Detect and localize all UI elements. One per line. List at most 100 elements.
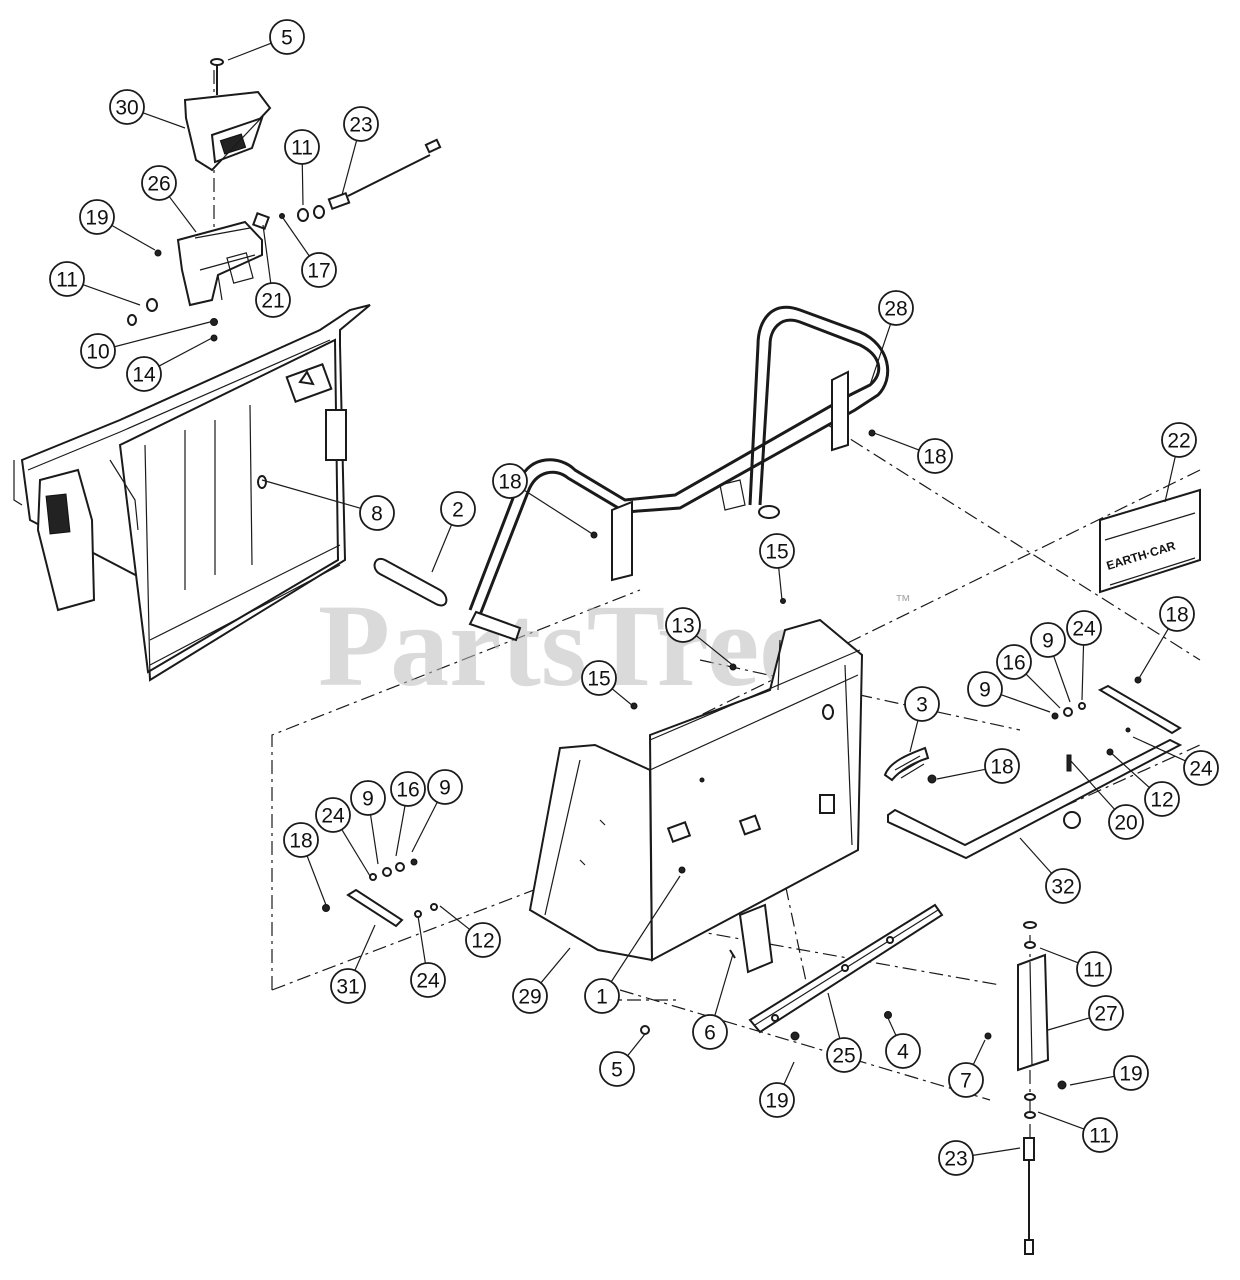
- part-bracket-27: [984, 921, 1067, 1119]
- callout-leader: [1164, 456, 1176, 503]
- callout-circle: [427, 769, 463, 805]
- callout-leader: [301, 163, 304, 206]
- callout-3: 3: [904, 686, 940, 753]
- callout-number: 16: [1002, 652, 1025, 675]
- callout-11: 11: [1039, 947, 1112, 987]
- callout-leader: [611, 688, 634, 707]
- callout-23: 23: [341, 106, 379, 196]
- callout-leader: [1019, 837, 1053, 874]
- callout-leader: [1025, 673, 1061, 709]
- callout-leader: [1109, 751, 1150, 789]
- callout-number: 16: [396, 779, 419, 802]
- callout-number: 24: [1072, 618, 1096, 641]
- callout-circle: [826, 1037, 862, 1073]
- callout-circle: [49, 261, 85, 297]
- callout-number: 19: [85, 207, 108, 230]
- callout-leader: [168, 196, 197, 233]
- callout-leader: [1047, 1017, 1090, 1031]
- callout-leader: [114, 321, 211, 348]
- callout-circle: [350, 780, 386, 816]
- callout-number: 32: [1051, 876, 1074, 899]
- callout-29: 29: [512, 947, 571, 1014]
- callout-number: 10: [86, 341, 109, 364]
- callout-number: 7: [960, 1070, 972, 1093]
- callout-leader: [972, 1147, 1021, 1156]
- callout-number: 12: [471, 930, 494, 953]
- callout-32: 32: [1019, 837, 1081, 904]
- callout-circle: [759, 1082, 795, 1118]
- callout-18: 18: [492, 463, 595, 536]
- callout-number: 13: [671, 615, 694, 638]
- callout-number: 18: [289, 830, 312, 853]
- callout-circle: [1144, 781, 1180, 817]
- callout-circle: [141, 165, 177, 201]
- callout-10: 10: [80, 321, 211, 369]
- callout-18: 18: [283, 822, 327, 906]
- callout-leader: [282, 217, 310, 257]
- callout-circle: [1183, 750, 1219, 786]
- callout-leader: [395, 805, 406, 857]
- part-cable-23-top: [327, 138, 442, 211]
- callout-leader: [1037, 1111, 1085, 1130]
- callout-7: 7: [948, 1039, 986, 1098]
- callout-circle: [996, 644, 1032, 680]
- callout-leader: [142, 112, 186, 129]
- callout-leader: [827, 992, 841, 1039]
- callout-leader: [262, 224, 272, 284]
- callout-19: 19: [759, 1061, 795, 1118]
- part-decal-22: EARTH·CAR: [1099, 488, 1201, 594]
- callout-12: 12: [1109, 751, 1180, 817]
- callout-circle: [1066, 610, 1102, 646]
- callout-leader: [341, 829, 371, 877]
- callout-circle: [512, 978, 548, 1014]
- callout-circle: [599, 1051, 635, 1087]
- callout-number: 18: [1165, 604, 1188, 627]
- callout-31: 31: [330, 924, 376, 1004]
- callout-27: 27: [1047, 995, 1124, 1031]
- callout-leader: [873, 432, 920, 451]
- callout-circle: [581, 660, 617, 696]
- part-hopper-housing: [13, 304, 371, 682]
- callout-circle: [301, 252, 337, 288]
- callout-circle: [665, 607, 701, 643]
- callout-number: 3: [916, 694, 928, 717]
- callout-number: 28: [884, 298, 907, 321]
- callout-leader: [306, 855, 327, 906]
- callout-number: 30: [115, 97, 138, 120]
- callout-leader: [1137, 628, 1169, 681]
- callout-18: 18: [1137, 596, 1195, 681]
- callout-leader: [909, 720, 919, 753]
- callout-20: 20: [1069, 759, 1144, 840]
- callout-9: 9: [411, 769, 463, 853]
- callout-circle: [917, 438, 953, 474]
- callout-circle: [1113, 1055, 1149, 1091]
- callout-13: 13: [665, 607, 736, 668]
- callout-8: 8: [261, 479, 395, 531]
- callout-leader: [972, 1039, 986, 1065]
- callout-circle: [1161, 422, 1197, 458]
- callout-circle: [1082, 1117, 1118, 1153]
- callout-number: 29: [518, 986, 541, 1009]
- callout-11: 11: [49, 261, 141, 306]
- callout-number: 5: [611, 1059, 623, 1082]
- callout-9: 9: [967, 671, 1051, 713]
- callout-leader: [887, 1017, 897, 1036]
- callout-leader: [82, 284, 141, 306]
- callout-number: 22: [1167, 430, 1190, 453]
- part-bolt-5-top: [210, 58, 224, 95]
- part-frame-29: [528, 743, 654, 962]
- callout-leader: [1132, 736, 1186, 762]
- callout-number: 25: [832, 1045, 855, 1068]
- callout-leader: [1053, 655, 1071, 703]
- callout-leader: [369, 814, 379, 865]
- callout-9: 9: [1030, 622, 1071, 703]
- callout-leader: [610, 875, 681, 983]
- callout-21: 21: [255, 224, 291, 318]
- callout-number: 21: [261, 290, 284, 313]
- callout-circle: [1076, 951, 1112, 987]
- callout-number: 11: [1083, 959, 1105, 982]
- callout-circle: [948, 1062, 984, 1098]
- callout-11: 11: [1037, 1111, 1118, 1153]
- callout-circle: [410, 962, 446, 998]
